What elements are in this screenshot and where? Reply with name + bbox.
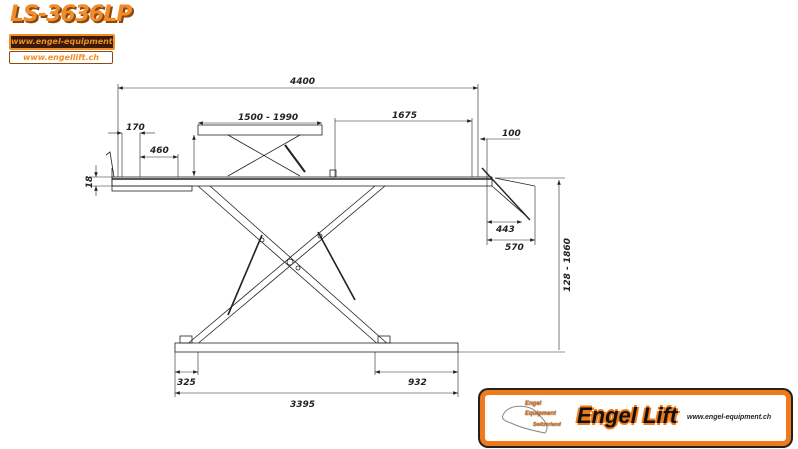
wheel-table [197,124,337,178]
ramp [481,167,536,221]
logo-text-2: Equipment [525,411,556,417]
logo-text-1: Engel [525,401,542,407]
logo-text-3: Switzerland [533,422,561,428]
banner-website: www.engel-equipment.ch [687,414,772,421]
brand-banner: Engel Equipment Switzerland Engel Lift w… [480,390,791,446]
base-frame [174,335,459,353]
dimension-lines [90,84,565,397]
dim-total-length: 4400 [289,77,315,87]
dim-height-range: 128 - 1860 [563,238,573,292]
dim-base-rear: 932 [408,378,427,388]
angel-wing-logo [502,405,548,434]
dim-rear-section: 1675 [392,111,417,121]
dim-ramp-inner: 443 [495,225,515,235]
brand-name: Engel Lift [577,403,678,428]
website-secondary: www.engellift.ch [9,51,113,64]
dim-front-overhang: 170 [126,123,145,133]
scissor-mechanism [184,185,391,347]
dim-base-front: 325 [177,378,196,388]
dim-base-length: 3395 [290,400,315,410]
platform [105,151,493,192]
dim-ramp-outer: 570 [505,243,524,253]
model-title: LS-3636LP [10,2,132,27]
website-primary: www.engel-equipment.com [9,34,115,50]
dim-ramp-offset: 100 [502,129,521,139]
dim-front-section: 460 [149,146,169,156]
dim-table-length: 1500 - 1990 [238,113,298,123]
dim-platform-thickness: 18 [85,176,95,189]
